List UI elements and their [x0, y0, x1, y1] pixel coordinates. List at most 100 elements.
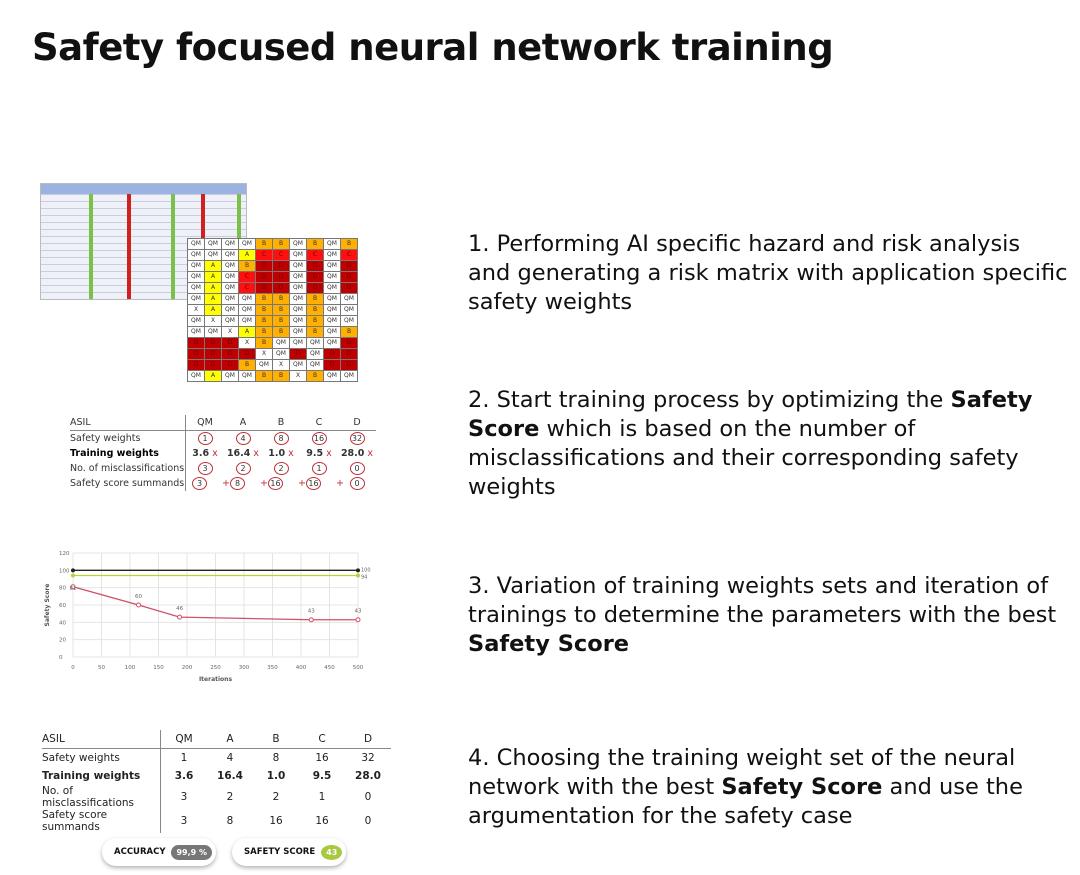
risk-cell: QM [188, 272, 204, 282]
risk-cell: C [239, 272, 255, 282]
row-label: Training weights [42, 767, 161, 785]
risk-cell: A [205, 294, 221, 304]
data-point [356, 573, 360, 578]
risk-cell: D [205, 338, 221, 348]
table-cell: 16.4 x [226, 448, 260, 459]
table-cell: 16.4 [217, 770, 243, 782]
end-label: 94 [361, 575, 367, 581]
risk-cell: B [273, 327, 289, 337]
risk-cell: QM [222, 239, 238, 249]
table-header: D [353, 417, 361, 428]
row-label: No. of misclassifications [70, 461, 186, 476]
risk-cell: B [239, 360, 255, 370]
x-tick-label: 450 [324, 665, 335, 671]
risk-cell: C [256, 250, 272, 260]
risk-cell: QM [324, 327, 340, 337]
table-cell: 1 [180, 752, 188, 764]
table-cell: 16 [315, 752, 329, 764]
x-tick-label: 50 [98, 665, 105, 671]
table-cell: 1.0 x [268, 448, 294, 459]
risk-cell: QM [290, 239, 306, 249]
y-tick-label: 0 [59, 655, 63, 661]
risk-cell: A [205, 283, 221, 293]
x-tick-label: 200 [182, 665, 193, 671]
risk-cell: QM [239, 305, 255, 315]
table-cell: 1 [300, 461, 338, 476]
table-cell: 3 + [186, 476, 230, 491]
row-label: Training weights [70, 446, 186, 461]
risk-cell: QM [205, 327, 221, 337]
risk-cell: QM [324, 272, 340, 282]
table-header: ASIL [70, 415, 186, 431]
x-tick-label: 0 [71, 665, 75, 671]
row-label: Safety weights [70, 430, 186, 446]
risk-cell: B [256, 294, 272, 304]
risk-cell: D [273, 261, 289, 271]
data-point [355, 617, 361, 623]
risk-cell: C [273, 250, 289, 260]
risk-cell: QM [205, 239, 221, 249]
risk-cell: QM [324, 239, 340, 249]
y-tick-label: 120 [59, 551, 70, 557]
risk-cell: A [205, 272, 221, 282]
risk-cell: X [222, 327, 238, 337]
risk-cell: B [307, 316, 323, 326]
x-tick-label: 150 [153, 665, 164, 671]
table-cell: 8 [262, 431, 300, 447]
risk-cell: D [341, 360, 357, 370]
risk-cell: D [222, 349, 238, 359]
risk-cell: X [239, 338, 255, 348]
risk-cell: D [256, 272, 272, 282]
y-tick-label: 40 [59, 620, 66, 626]
risk-cell: QM [324, 294, 340, 304]
table-cell: 2 [272, 791, 280, 803]
data-label: 60 [135, 594, 142, 600]
risk-cell: QM [290, 327, 306, 337]
risk-cell: QM [307, 338, 323, 348]
x-tick-label: 500 [353, 665, 364, 671]
risk-cell: D [205, 360, 221, 370]
step-1: 1. Performing AI specific hazard and ris… [468, 231, 1068, 315]
table-cell: 4 [226, 752, 234, 764]
risk-cell: QM [188, 327, 204, 337]
table-cell: 3.6 x [192, 448, 218, 459]
risk-cell: D [222, 338, 238, 348]
risk-cell: QM [307, 349, 323, 359]
risk-cell: D [341, 338, 357, 348]
risk-cell: B [273, 371, 289, 381]
risk-cell: B [307, 305, 323, 315]
table-cell: 4 [224, 431, 262, 447]
risk-cell: QM [273, 349, 289, 359]
y-axis-label: Safety Score [44, 584, 51, 627]
table-header: C [318, 733, 326, 745]
table-cell: 3.6 [174, 770, 194, 782]
risk-cell: D [341, 272, 357, 282]
risk-cell: QM [222, 283, 238, 293]
risk-cell: X [273, 360, 289, 370]
risk-cell: B [307, 327, 323, 337]
data-point [356, 568, 360, 573]
data-point [308, 617, 314, 623]
risk-cell: D [341, 283, 357, 293]
table-cell: 0 [338, 476, 376, 491]
risk-cell: QM [188, 316, 204, 326]
risk-cell: D [341, 349, 357, 359]
table-cell: 0 [338, 461, 376, 476]
risk-cell: QM [341, 316, 357, 326]
table-header: A [239, 417, 247, 428]
table-header: B [277, 417, 285, 428]
table-cell: 2 [262, 461, 300, 476]
risk-cell: B [273, 305, 289, 315]
risk-cell: QM [222, 316, 238, 326]
risk-cell: A [239, 327, 255, 337]
risk-cell: QM [324, 261, 340, 271]
step-4: 4. Choosing the training weight set of t… [468, 745, 1023, 829]
table-header: QM [197, 417, 213, 428]
risk-cell: A [205, 261, 221, 271]
data-point [71, 568, 75, 573]
risk-cell: B [307, 294, 323, 304]
table-cell: 3 [180, 791, 188, 803]
